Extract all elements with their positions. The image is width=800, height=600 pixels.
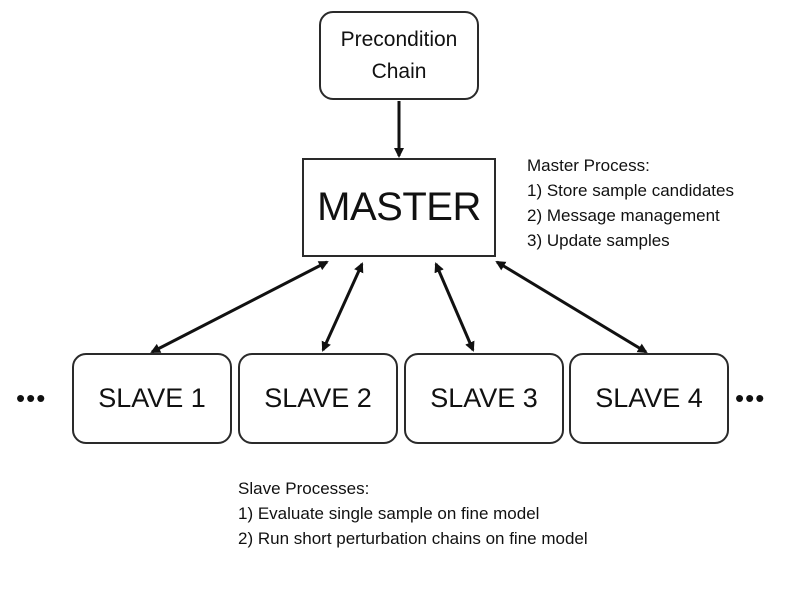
master-note-title: Master Process:: [527, 156, 650, 175]
ellipsis-left: •••: [16, 383, 47, 413]
slave-note-item-1: 1) Evaluate single sample on fine model: [238, 504, 540, 523]
master-slave-4-arrow: [495, 260, 648, 354]
master-note-item-1: 1) Store sample candidates: [527, 181, 734, 200]
ellipsis-right: •••: [735, 383, 766, 413]
master-note-item-3: 3) Update samples: [527, 231, 670, 250]
slave-1-label: SLAVE 1: [98, 383, 206, 413]
master-slave-2-arrow: [321, 262, 364, 352]
master-box: MASTER: [302, 158, 496, 257]
slave-2-label: SLAVE 2: [264, 383, 372, 413]
precondition-label-line-2: Chain: [371, 59, 427, 83]
master-note-item-2: 2) Message management: [527, 206, 720, 225]
slave-2-box: SLAVE 2: [238, 353, 398, 444]
slave-note-item-2: 2) Run short perturbation chains on fine…: [238, 529, 588, 548]
slave-processes-note: Slave Processes: 1) Evaluate single samp…: [238, 476, 588, 551]
slave-3-box: SLAVE 3: [404, 353, 564, 444]
master-label: MASTER: [317, 185, 481, 229]
slave-note-title: Slave Processes:: [238, 479, 370, 498]
slave-1-box: SLAVE 1: [72, 353, 232, 444]
master-slave-3-arrow: [434, 262, 475, 352]
precondition-chain-box: Precondition Chain: [319, 11, 479, 100]
slave-4-box: SLAVE 4: [569, 353, 729, 444]
precondition-label-line-1: Precondition: [340, 27, 458, 51]
slave-4-label: SLAVE 4: [595, 383, 703, 413]
slave-3-label: SLAVE 3: [430, 383, 538, 413]
master-process-note: Master Process: 1) Store sample candidat…: [527, 153, 734, 253]
master-slave-1-arrow: [150, 260, 329, 354]
